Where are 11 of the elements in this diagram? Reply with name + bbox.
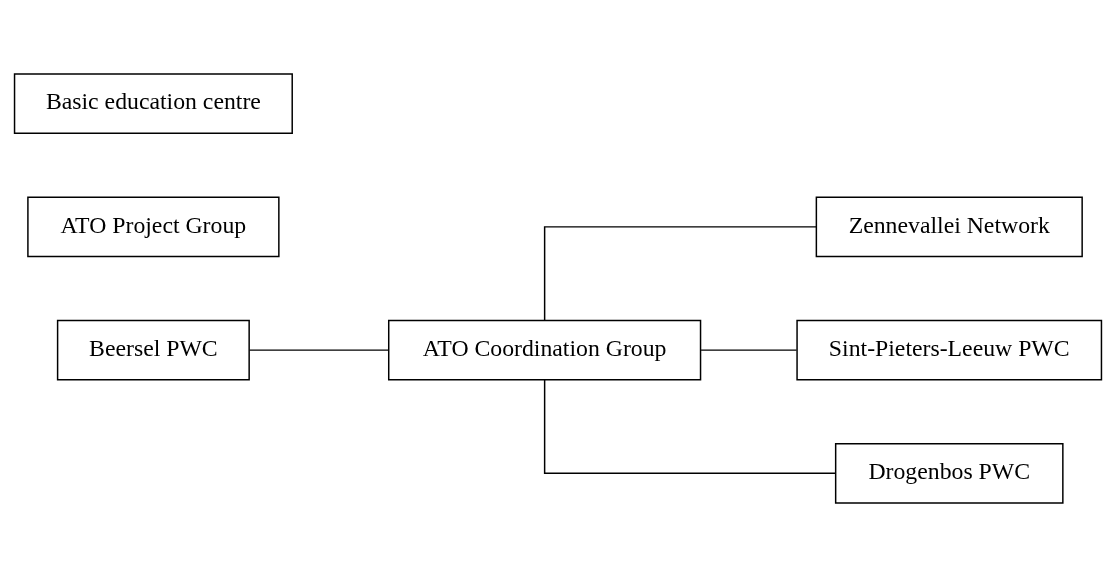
node-box: Drogenbos PWC [834, 442, 1064, 504]
node-box: Beersel PWC [56, 319, 250, 381]
connector [700, 349, 798, 351]
node-box: Zennevallei Network [815, 196, 1083, 258]
connector [248, 349, 390, 351]
connector [543, 226, 817, 322]
connector [543, 379, 837, 475]
node-box: Sint-Pieters-Leeuw PWC [796, 319, 1103, 381]
node-box: Basic education centre [13, 73, 293, 135]
node-box: ATO Coordination Group [388, 319, 702, 381]
node-box: ATO Project Group [27, 196, 280, 258]
